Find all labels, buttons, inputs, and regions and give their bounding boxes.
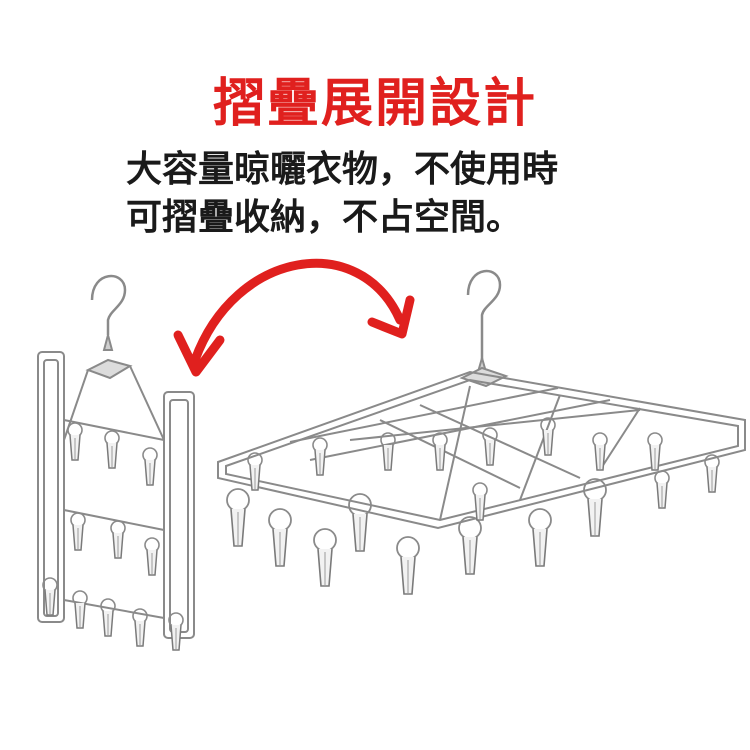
- curved-double-arrow-icon: [173, 258, 415, 377]
- headline: 摺疊展開設計: [212, 74, 537, 134]
- folded-hanger-illustration: [37, 274, 195, 651]
- description-line-1: 大容量晾曬衣物，不使用時: [126, 149, 559, 190]
- expanded-hanger-illustration: [217, 269, 746, 595]
- description-line-2: 可摺疊收納，不占空間。: [126, 197, 523, 238]
